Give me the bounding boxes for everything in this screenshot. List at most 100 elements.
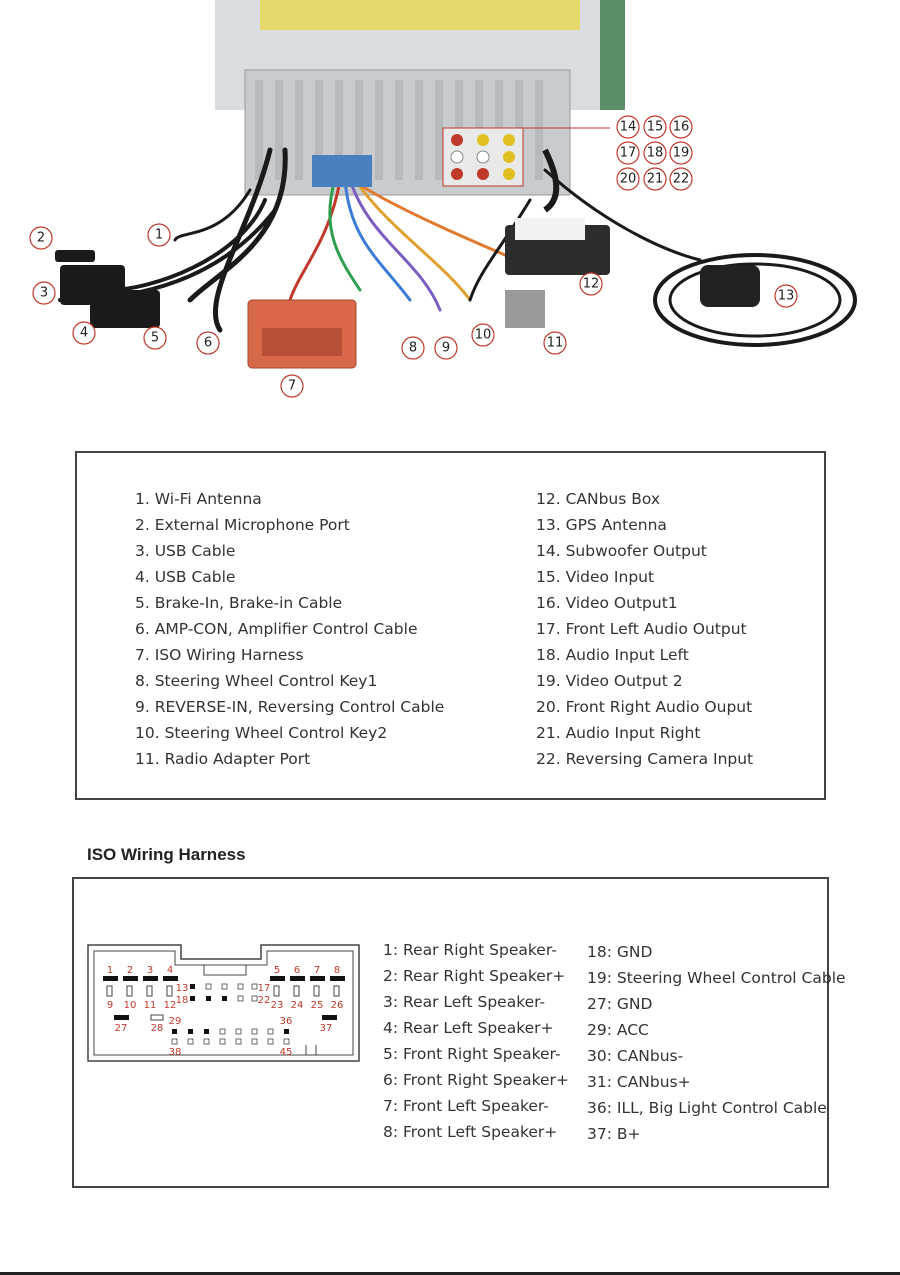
svg-text:13: 13: [778, 289, 795, 304]
legend-item: 2. External Microphone Port: [135, 516, 350, 534]
callout-13: 13: [774, 284, 798, 308]
iso-section-title: ISO Wiring Harness: [87, 845, 246, 864]
iso-connector-diagram: 1 2 3 4 5 6 7 8 9 10 11 12 23 24 25 26 1…: [87, 944, 360, 1062]
pin-label: 10: [124, 1000, 137, 1011]
pin-label: 36: [280, 1016, 293, 1027]
pin-item: 31: CANbus+: [587, 1073, 691, 1091]
iso-plug-icon: [247, 299, 357, 369]
pin-label: 23: [271, 1000, 284, 1011]
svg-text:2: 2: [37, 231, 45, 246]
svg-text:12: 12: [583, 277, 600, 292]
svg-text:15: 15: [647, 120, 664, 135]
callout-5: 5: [143, 326, 167, 350]
svg-text:4: 4: [80, 326, 88, 341]
callout-14: 14: [616, 115, 640, 139]
pin-label: 9: [107, 1000, 113, 1011]
head-unit-chassis: [215, 0, 625, 196]
legend-item: 18. Audio Input Left: [536, 646, 689, 664]
legend-item: 14. Subwoofer Output: [536, 542, 707, 560]
legend-item: 20. Front Right Audio Ouput: [536, 698, 753, 716]
pin-item: 3: Rear Left Speaker-: [383, 993, 546, 1011]
pin-item: 27: GND: [587, 995, 653, 1013]
callout-12: 12: [579, 272, 603, 296]
pin-label: 7: [314, 965, 320, 976]
pin-label: 11: [144, 1000, 157, 1011]
pin-label: 4: [167, 965, 173, 976]
svg-text:7: 7: [288, 379, 296, 394]
svg-text:8: 8: [409, 341, 417, 356]
callout-16: 16: [669, 115, 693, 139]
pin-label: 6: [294, 965, 300, 976]
pin-list-left: 1: Rear Right Speaker- 2: Rear Right Spe…: [383, 937, 569, 1145]
pin-label: 5: [274, 965, 280, 976]
pin-label: 28: [151, 1023, 164, 1034]
legend-item: 1. Wi-Fi Antenna: [135, 490, 262, 508]
legend-item: 21. Audio Input Right: [536, 724, 701, 742]
rca-panel: [442, 127, 610, 187]
callout-22: 22: [669, 167, 693, 191]
pin-item: 6: Front Right Speaker+: [383, 1071, 569, 1089]
pin-label: 22: [258, 995, 271, 1006]
pin-label: 37: [320, 1023, 333, 1034]
product-photo: 1 2 3 4 5 6 7 8 9 10 11 12 13 14 15 16 1…: [29, 0, 857, 398]
pin-label: 2: [127, 965, 133, 976]
pin-label: 1: [107, 965, 113, 976]
legend-item: 12. CANbus Box: [536, 490, 661, 508]
pin-label: 17: [258, 983, 271, 994]
pin-item: 4: Rear Left Speaker+: [383, 1019, 554, 1037]
callout-11: 11: [543, 331, 567, 355]
radio-adapter-icon: [505, 290, 545, 328]
legend-item: 10. Steering Wheel Control Key2: [135, 724, 388, 742]
pin-item: 29: ACC: [587, 1021, 649, 1039]
pin-label: 45: [280, 1047, 293, 1058]
pin-label: 25: [311, 1000, 324, 1011]
pin-label: 27: [115, 1023, 128, 1034]
legend-item: 9. REVERSE-IN, Reversing Control Cable: [135, 698, 445, 716]
legend-item: 8. Steering Wheel Control Key1: [135, 672, 378, 690]
svg-text:10: 10: [475, 328, 492, 343]
usb-plug-icon-2: [90, 290, 160, 328]
pin-label: 3: [147, 965, 153, 976]
pin-label: 29: [169, 1016, 182, 1027]
svg-text:3: 3: [40, 286, 48, 301]
legend-item: 5. Brake-In, Brake-in Cable: [135, 594, 343, 612]
svg-text:6: 6: [204, 336, 212, 351]
legend-item: 15. Video Input: [536, 568, 655, 586]
callout-20: 20: [616, 167, 640, 191]
legend-item: 3. USB Cable: [135, 542, 236, 560]
pin-item: 37: B+: [587, 1125, 641, 1143]
callout-17: 17: [616, 141, 640, 165]
svg-text:14: 14: [620, 120, 637, 135]
legend-list-right: 12. CANbus Box 13. GPS Antenna 14. Subwo…: [536, 486, 753, 772]
svg-text:18: 18: [647, 146, 664, 161]
pin-label: 12: [164, 1000, 177, 1011]
legend-item: 13. GPS Antenna: [536, 516, 667, 534]
pin-list-right: 18: GND 19: Steering Wheel Control Cable…: [587, 939, 846, 1147]
svg-text:20: 20: [620, 172, 637, 187]
pin-label: 26: [331, 1000, 344, 1011]
svg-text:19: 19: [673, 146, 690, 161]
callout-10: 10: [471, 323, 495, 347]
mic-plug-icon: [55, 250, 95, 262]
bottom-rule: [0, 1272, 900, 1275]
gps-antenna-icon: [653, 253, 857, 347]
pin-item: 30: CANbus-: [587, 1047, 684, 1065]
pin-label: 24: [291, 1000, 304, 1011]
callout-19: 19: [669, 141, 693, 165]
legend-item: 11. Radio Adapter Port: [135, 750, 311, 768]
pin-label: 13: [176, 983, 189, 994]
pin-item: 5: Front Right Speaker-: [383, 1045, 561, 1063]
svg-text:9: 9: [442, 341, 450, 356]
pin-item: 8: Front Left Speaker+: [383, 1123, 558, 1141]
callout-15: 15: [643, 115, 667, 139]
callout-2: 2: [29, 226, 53, 250]
legend-item: 19. Video Output 2: [536, 672, 683, 690]
iso-box: 1 2 3 4 5 6 7 8 9 10 11 12 23 24 25 26 1…: [72, 877, 846, 1188]
svg-text:11: 11: [547, 336, 564, 351]
legend-item: 7. ISO Wiring Harness: [135, 646, 304, 664]
legend-item: 4. USB Cable: [135, 568, 236, 586]
pin-item: 1: Rear Right Speaker-: [383, 941, 557, 959]
callout-6: 6: [196, 331, 220, 355]
legend-item: 6. AMP-CON, Amplifier Control Cable: [135, 620, 418, 638]
pin-item: 18: GND: [587, 943, 653, 961]
